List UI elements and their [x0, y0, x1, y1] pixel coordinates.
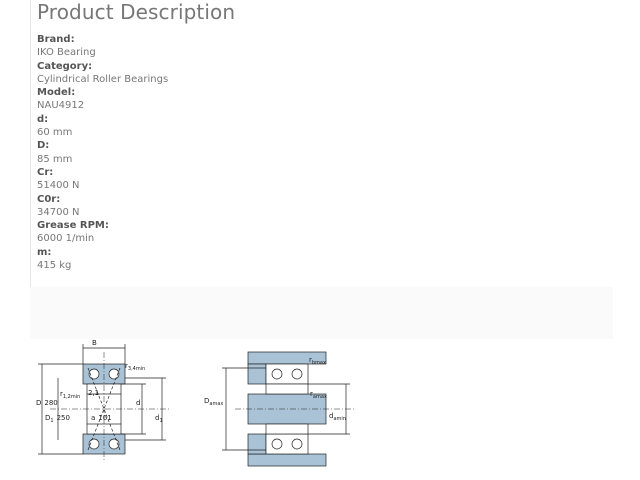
dim-label-ramax: ramax — [310, 390, 327, 400]
separator-band — [30, 287, 613, 339]
left-bearing-section — [38, 344, 170, 462]
page-title: Product Description — [37, 0, 236, 24]
spec-value-c0r: 34700 N — [37, 206, 80, 218]
spec-label-mass: m: — [37, 246, 52, 258]
spec-label-category: Category: — [37, 60, 93, 72]
content-divider — [30, 0, 31, 290]
dim-label-B: B — [92, 339, 97, 347]
housing-bottom — [247, 453, 327, 467]
spec-value-mass: 415 kg — [37, 260, 72, 272]
spec-label-D: D: — [37, 140, 50, 152]
spec-label-d: d: — [37, 113, 49, 125]
spec-label-model: Model: — [37, 87, 76, 99]
spec-value-brand: IKO Bearing — [37, 47, 96, 59]
spec-value-d: 60 mm — [37, 127, 73, 139]
housing-bottom-shoulder — [247, 433, 267, 455]
roller-bottom-right — [108, 438, 120, 450]
spec-value-cr: 51400 N — [37, 180, 80, 192]
roller-bottom-left — [88, 438, 100, 450]
spec-list: Brand: IKO Bearing Category: Cylindrical… — [37, 33, 337, 272]
spec-label-grease-rpm: Grease RPM: — [37, 220, 109, 232]
spec-label-brand: Brand: — [37, 34, 75, 45]
roller-top-left — [88, 368, 100, 380]
spec-value-D: 85 mm — [37, 153, 73, 165]
spec-value-category: Cylindrical Roller Bearings — [37, 73, 169, 85]
dim-label-r12: r1,2min — [60, 390, 80, 400]
right-mounting-section — [222, 351, 355, 467]
dim-label-d1: d1 — [155, 414, 163, 424]
dim-label-r34: r3,4min — [125, 362, 145, 372]
spec-value-grease-rpm: 6000 1/min — [37, 233, 95, 245]
dim-label-rbmax: rbmax — [309, 356, 326, 366]
spec-label-cr: Cr: — [37, 166, 54, 178]
housing-top-shoulder — [247, 363, 267, 385]
dim-label-Damax: Damax — [204, 397, 223, 407]
roller-top-right — [108, 368, 120, 380]
spec-label-c0r: C0r: — [37, 193, 61, 205]
dim-label-damin: damin — [329, 412, 346, 422]
spec-value-model: NAU4912 — [37, 100, 85, 112]
dim-label-d: d — [136, 399, 140, 407]
dim-label-21: 2,1 — [88, 389, 99, 397]
